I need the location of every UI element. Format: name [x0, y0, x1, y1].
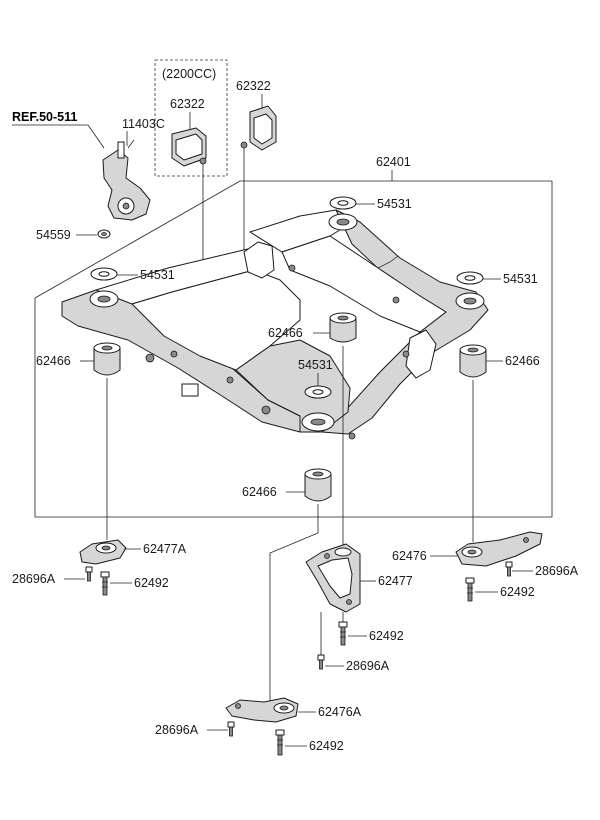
part-number-11403C[interactable]: 11403C	[122, 117, 165, 131]
bolt-62492-right[interactable]	[465, 577, 475, 602]
part-number-62322-top[interactable]: 62322	[236, 79, 271, 93]
part-number-62477[interactable]: 62477	[378, 574, 413, 588]
part-number-62492-right[interactable]: 62492	[500, 585, 535, 599]
bracket-62322-top[interactable]	[240, 105, 277, 151]
bolt-62492-bottom[interactable]	[275, 729, 285, 756]
part-number-28696A-center[interactable]: 28696A	[346, 659, 390, 673]
part-number-62492-bottom[interactable]: 62492	[309, 739, 344, 753]
bracket-62476[interactable]	[455, 531, 543, 567]
engine-variant-box	[154, 59, 228, 177]
washer-54531-left[interactable]	[90, 267, 118, 281]
washer-54531-right[interactable]	[456, 271, 484, 285]
reference-label[interactable]: REF.50-511	[12, 110, 77, 124]
bracket-62322-boxed[interactable]	[171, 127, 207, 167]
bolt-62492-center[interactable]	[338, 621, 348, 646]
bracket-62476A[interactable]	[225, 697, 299, 723]
part-number-54531-right[interactable]: 54531	[503, 272, 538, 286]
bolt-28696A-left[interactable]	[85, 566, 93, 582]
bolt-62492-left[interactable]	[100, 571, 110, 596]
bushing-62466-center[interactable]	[329, 312, 357, 343]
front-crossmember-frame[interactable]	[61, 209, 489, 440]
washer-54531-top[interactable]	[329, 196, 357, 210]
bolt-28696A-right[interactable]	[505, 561, 513, 577]
crossmember-enclosure	[34, 180, 553, 518]
nut-54559[interactable]	[97, 229, 111, 239]
part-number-54559[interactable]: 54559	[36, 228, 71, 242]
part-number-28696A-left[interactable]: 28696A	[12, 572, 56, 586]
bushing-62466-right[interactable]	[459, 344, 487, 378]
bolt-28696A-bottom[interactable]	[227, 721, 235, 737]
part-number-28696A-bottom[interactable]: 28696A	[155, 723, 199, 737]
part-number-62492-left[interactable]: 62492	[134, 576, 169, 590]
bracket-62477[interactable]	[305, 543, 361, 613]
part-number-62322-boxed[interactable]: 62322	[170, 97, 205, 111]
part-number-62466-right[interactable]: 62466	[505, 354, 540, 368]
part-number-62492-center[interactable]: 62492	[369, 629, 404, 643]
reference-callout[interactable]: REF.50-511	[12, 110, 105, 149]
engine-variant-note: (2200CC)	[162, 67, 216, 81]
part-number-62401[interactable]: 62401	[376, 155, 411, 169]
part-number-28696A-right[interactable]: 28696A	[535, 564, 579, 578]
part-number-62476A[interactable]: 62476A	[318, 705, 362, 719]
bolt-28696A-center[interactable]	[317, 654, 325, 670]
bushing-62466-left[interactable]	[93, 342, 121, 376]
part-number-62476[interactable]: 62476	[392, 549, 427, 563]
part-number-54531-center[interactable]: 54531	[298, 358, 333, 372]
part-number-62466-bottom[interactable]: 62466	[242, 485, 277, 499]
part-number-62477A[interactable]: 62477A	[143, 542, 187, 556]
part-number-54531-left[interactable]: 54531	[140, 268, 175, 282]
bushing-62466-bottom[interactable]	[304, 468, 332, 502]
steering-knuckle-part[interactable]	[102, 139, 151, 221]
part-number-62466-center[interactable]: 62466	[268, 326, 303, 340]
bracket-62477A[interactable]	[79, 539, 127, 565]
part-number-62466-left[interactable]: 62466	[36, 354, 71, 368]
part-number-54531-top[interactable]: 54531	[377, 197, 412, 211]
washer-54531-center[interactable]	[304, 385, 332, 399]
